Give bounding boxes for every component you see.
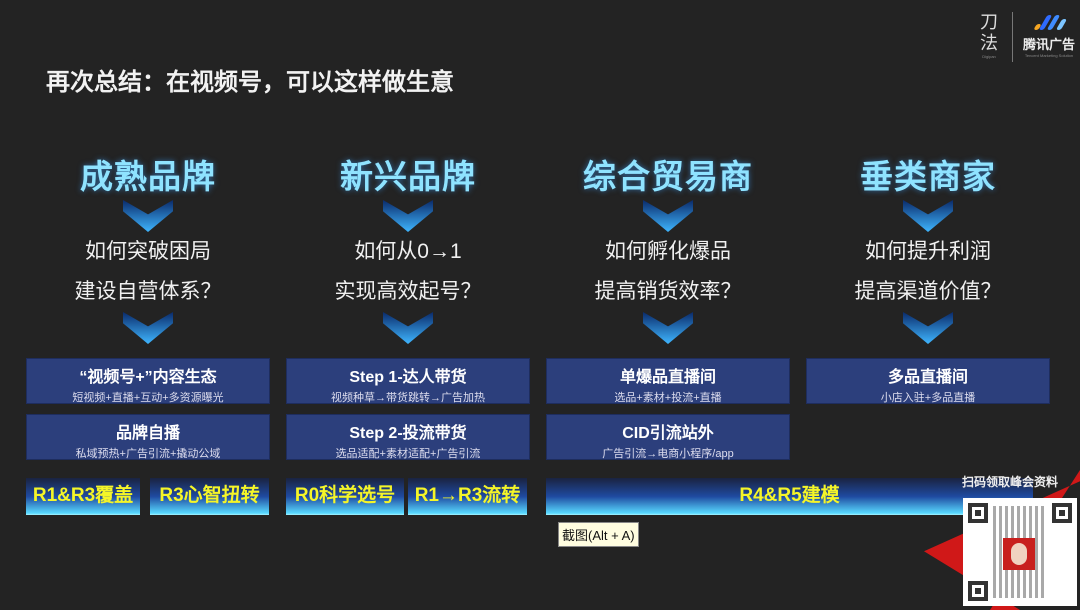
arrow-down-icon [903,200,953,232]
question-line: 如何孵化爆品 [605,240,731,263]
column-mature-brand: 成熟品牌 如何突破困局 建设自营体系？ [26,150,270,344]
r-bar: R1→R3流转 [408,478,527,515]
r-bar: R1&R3覆盖 [26,478,140,515]
column-title: 综合贸易商 [583,158,753,195]
arrow-down-icon [123,312,173,344]
strategy-box: 单爆品直播间选品+素材+投流+直播 [546,358,790,404]
arrow-down-icon [643,312,693,344]
qr-code[interactable] [963,498,1077,606]
question-line: 如何突破困局 [85,240,211,263]
column-vertical-merchant: 垂类商家 如何提升利润 提高渠道价值？ [806,150,1050,344]
logo-divider [1012,12,1013,62]
avatar [1003,538,1035,570]
strategy-box: Step 2-投流带货选品适配+素材适配+广告引流 [286,414,530,460]
strategy-box: Step 1-达人带货视频种草→带货跳转→广告加热 [286,358,530,404]
tencent-ads-icon [1032,12,1067,30]
strategy-box: CID引流站外广告引流→电商小程序/app [546,414,790,460]
question-line: 如何从0→1 [354,240,462,263]
question-line: 建设自营体系？ [74,280,222,303]
arrow-down-icon [123,200,173,232]
column-title: 新兴品牌 [340,158,476,195]
question-line: 实现高效起号？ [334,280,482,303]
strategy-box: “视频号+”内容生态短视频+直播+互动+多资源曝光 [26,358,270,404]
column-trader: 综合贸易商 如何孵化爆品 提高销货效率？ [546,150,790,344]
arrow-down-icon [383,200,433,232]
column-title: 成熟品牌 [80,158,216,195]
strategy-box: 多品直播间小店入驻+多品直播 [806,358,1050,404]
question-line: 提高渠道价值？ [854,280,1002,303]
slide-title: 再次总结：在视频号，可以这样做生意 [46,69,454,96]
arrow-down-icon [903,312,953,344]
arrow-down-icon [383,312,433,344]
question-line: 提高销货效率？ [594,280,742,303]
screenshot-tooltip: 截图(Alt + A) [558,522,639,547]
column-emerging-brand: 新兴品牌 如何从0→1 实现高效起号？ [286,150,530,344]
strategy-box: 品牌自播私域预热+广告引流+撬动公域 [26,414,270,460]
qr-caption: 扫码领取峰会资料 [962,475,1059,489]
r-bar: R4&R5建模 [546,478,1033,515]
r-bar: R3心智扭转 [150,478,269,515]
r-bar: R0科学选号 [286,478,404,515]
question-line: 如何提升利润 [865,240,991,263]
column-title: 垂类商家 [860,158,996,195]
arrow-down-icon [643,200,693,232]
tencent-ads-logo: 腾讯广告 Tencent Marketing Solution [1023,12,1075,58]
